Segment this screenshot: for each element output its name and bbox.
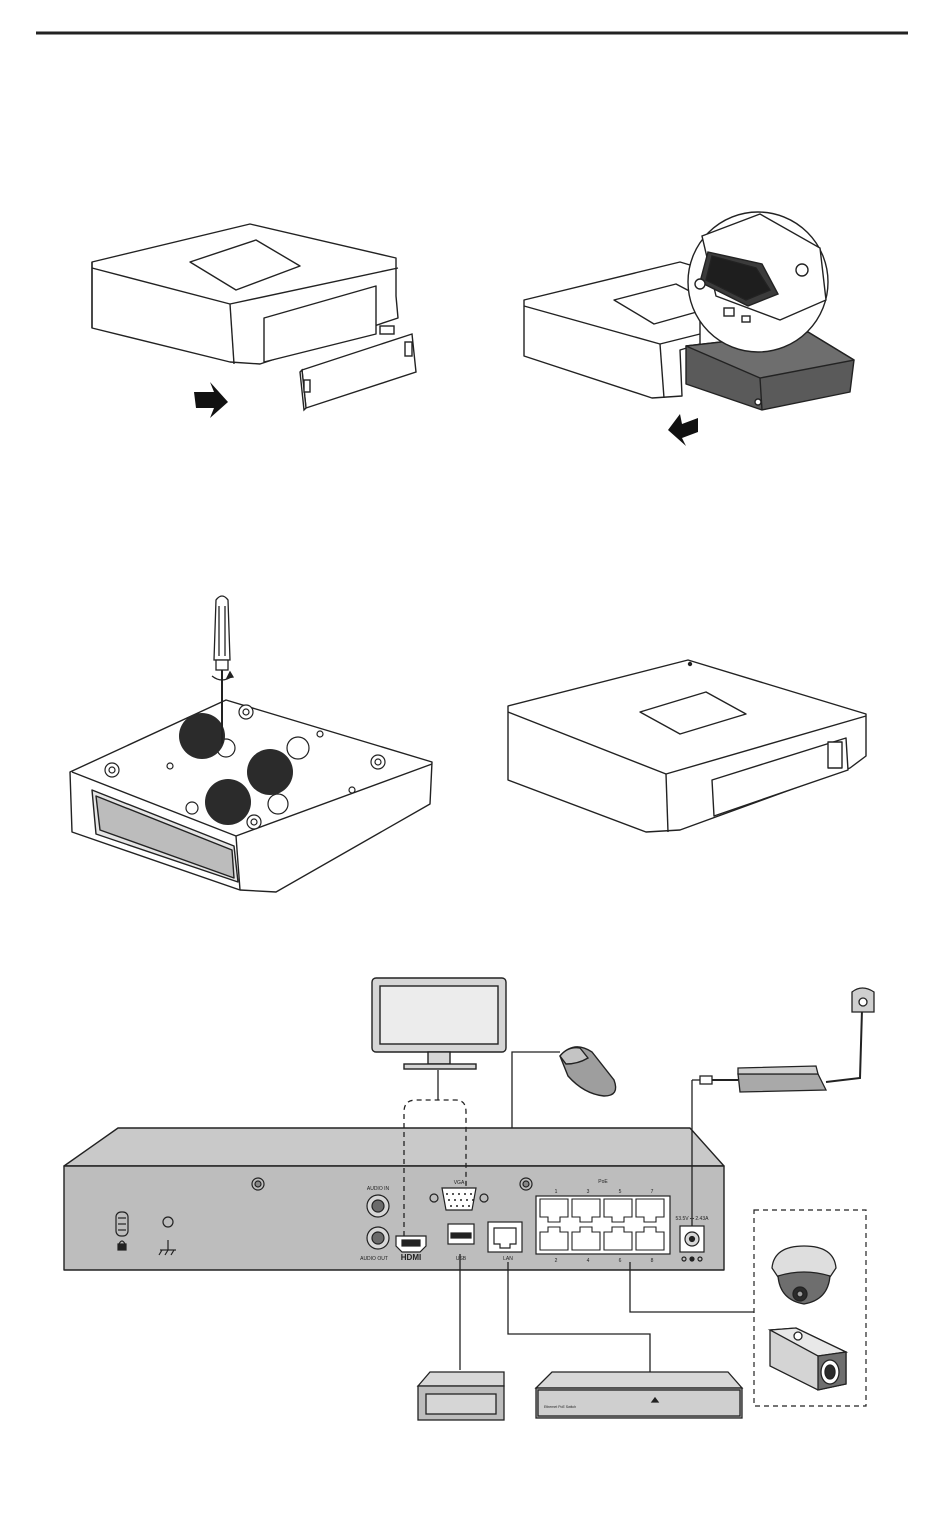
lan-label: LAN [503, 1256, 513, 1262]
vga-pin [458, 1193, 460, 1195]
vga-pin [464, 1193, 466, 1195]
mouse [560, 1047, 616, 1096]
nvr-underside [70, 700, 432, 892]
audio-in-label: AUDIO IN [367, 1186, 390, 1192]
hdmi-port-icon [396, 1236, 426, 1252]
arrow-icon [668, 414, 698, 446]
audio-out-label: AUDIO OUT [360, 1256, 388, 1262]
poe-port-number: 8 [651, 1258, 654, 1264]
poe-switch-label: Ethernet PoE Switch [544, 1405, 576, 1409]
vga-pin [452, 1193, 454, 1195]
hdd-connector-zoom [688, 212, 828, 352]
poe-port-number: 6 [619, 1258, 622, 1264]
nvr-assembled [508, 660, 866, 832]
poe-label: PoE [598, 1179, 608, 1185]
vga-pin [462, 1205, 464, 1207]
vga-pin [466, 1199, 468, 1201]
poe-port-number: 5 [619, 1189, 622, 1195]
vga-pin [450, 1205, 452, 1207]
dome-camera [772, 1246, 836, 1304]
vga-pin [472, 1199, 474, 1201]
hdmi-label: HDMI [401, 1253, 421, 1262]
bullet-camera [770, 1328, 846, 1390]
poe-port-number: 7 [651, 1189, 654, 1195]
nvr-open-bay [92, 224, 398, 364]
power-plug-icon [852, 988, 874, 1012]
vga-label: VGA [454, 1180, 465, 1186]
vga-pin [454, 1199, 456, 1201]
vga-pin [448, 1199, 450, 1201]
vga-pin [470, 1193, 472, 1195]
rj45-port-icon [488, 1222, 522, 1252]
poe-port-number: 4 [587, 1258, 590, 1264]
usb-storage-device [418, 1372, 504, 1420]
vga-pin [446, 1193, 448, 1195]
usb-port-icon [448, 1224, 474, 1244]
vga-pin [456, 1205, 458, 1207]
poe-port-number: 1 [555, 1189, 558, 1195]
audio-in-jack [367, 1195, 389, 1217]
vga-pin [468, 1205, 470, 1207]
arrow-icon [194, 382, 228, 418]
monitor [372, 978, 506, 1069]
usb-label: USB [456, 1256, 467, 1262]
vga-pin [460, 1199, 462, 1201]
poe-port-number: 2 [555, 1258, 558, 1264]
poe-port-number: 3 [587, 1189, 590, 1195]
audio-out-jack [367, 1227, 389, 1249]
power-adapter [692, 1010, 862, 1092]
poe-switch [536, 1372, 742, 1418]
